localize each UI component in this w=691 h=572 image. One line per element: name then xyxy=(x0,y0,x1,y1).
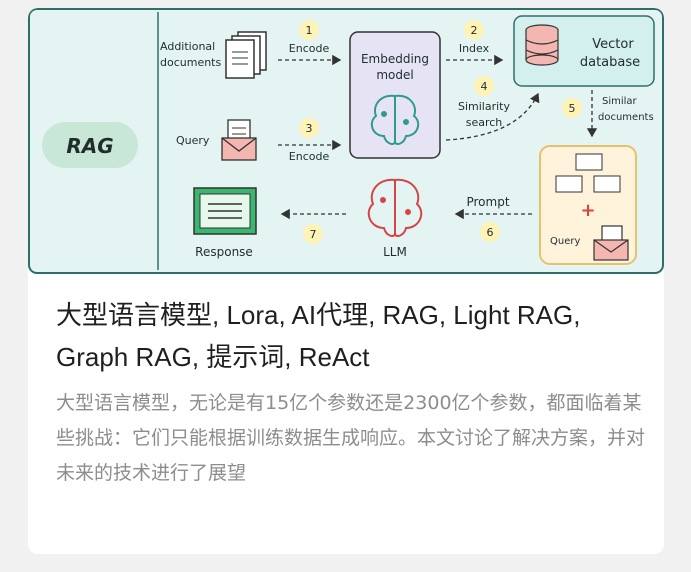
encode-3-label: Encode xyxy=(289,150,330,163)
step-2-label: 2 xyxy=(471,24,478,37)
query-bottom-label: Query xyxy=(550,236,580,247)
step-6-circle xyxy=(480,222,500,242)
card-text: 大型语言模型, Lora, AI代理, RAG, Light RAG, Grap… xyxy=(56,294,646,491)
rag-label: RAG xyxy=(66,134,113,158)
plus-icon: + xyxy=(580,200,595,221)
index-label: Index xyxy=(459,42,490,55)
step-6-label: 6 xyxy=(487,226,494,239)
step-5-circle xyxy=(562,98,582,118)
encode-1-label: Encode xyxy=(289,42,330,55)
step-3-circle xyxy=(299,118,319,138)
edge-similarity-search xyxy=(445,92,540,141)
query-envelope-icon xyxy=(221,119,257,161)
diagram-background xyxy=(28,8,664,274)
similar-documents-label-1: Similar xyxy=(602,96,638,107)
similarity-search-label-1: Similarity xyxy=(458,100,510,113)
step-4-label: 4 xyxy=(481,80,488,93)
vector-database-label-2: database xyxy=(580,55,640,70)
rag-diagram-thumbnail: RAG Additional documents 1 Encode Embedd… xyxy=(28,8,664,276)
similar-documents-label-2: documents xyxy=(598,112,654,123)
brain-icon xyxy=(370,94,420,145)
vector-database-label-1: Vector xyxy=(592,37,634,52)
step-1-circle xyxy=(299,20,319,40)
database-icon xyxy=(525,24,559,66)
documents-icon xyxy=(225,31,267,79)
step-1-label: 1 xyxy=(306,24,313,37)
step-5-label: 5 xyxy=(569,102,576,115)
additional-documents-label-1: Additional xyxy=(160,40,215,53)
response-label: Response xyxy=(195,245,253,259)
rag-diagram: RAG Additional documents 1 Encode Embedd… xyxy=(28,8,664,274)
article-card[interactable]: RAG Additional documents 1 Encode Embedd… xyxy=(28,8,664,554)
rag-pill xyxy=(42,122,138,168)
embedding-model-label-1: Embedding xyxy=(361,52,429,66)
article-title[interactable]: 大型语言模型, Lora, AI代理, RAG, Light RAG, Grap… xyxy=(56,300,581,372)
similarity-search-label-2: search xyxy=(466,116,503,129)
embedding-model-label-2: model xyxy=(376,68,413,82)
step-2-circle xyxy=(464,20,484,40)
additional-documents-label-2: documents xyxy=(160,56,221,69)
query-envelope-icon-2 xyxy=(593,225,629,261)
step-4-circle xyxy=(474,76,494,96)
step-7-label: 7 xyxy=(310,228,317,241)
article-description: 大型语言模型，无论是有15亿个参数还是2300亿个参数，都面临着某些挑战：它们只… xyxy=(56,392,646,484)
step-7-circle xyxy=(303,224,323,244)
step-3-label: 3 xyxy=(306,122,313,135)
response-icon xyxy=(193,187,257,235)
retrieved-docs-icon xyxy=(555,153,621,193)
llm-brain-icon xyxy=(367,178,423,237)
prompt-label: Prompt xyxy=(466,195,509,209)
query-top-label: Query xyxy=(176,134,210,147)
llm-label: LLM xyxy=(383,245,407,259)
